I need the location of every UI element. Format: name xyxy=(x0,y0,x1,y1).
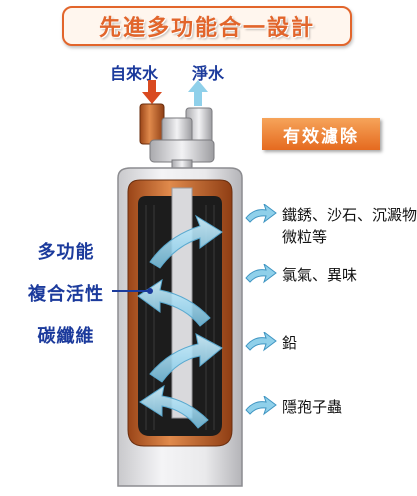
outlet-label: 淨水 xyxy=(192,64,225,83)
side-label-line-3: 碳纖維 xyxy=(37,326,95,347)
filter-head xyxy=(139,103,215,189)
removed-item: 鐵銹、沙石、沉澱物、微粒等 xyxy=(244,204,417,248)
filters-badge: 有效濾除 xyxy=(262,118,380,150)
removed-item-text: 鉛 xyxy=(282,334,298,352)
water-flow-swirls xyxy=(137,214,223,429)
removed-item-text: 隱孢子蟲 xyxy=(282,398,343,416)
water-splash-icon xyxy=(245,396,277,416)
inlet-label: 自來水 xyxy=(110,64,159,83)
diagram-title: 先進多功能合一設計 xyxy=(98,16,315,41)
removed-item: 鉛 xyxy=(244,332,417,354)
water-splash-icon xyxy=(245,332,277,352)
removed-item: 氯氣、異味 xyxy=(244,264,417,286)
removed-item-text: 鐵銹、沙石、沉澱物、微粒等 xyxy=(282,206,417,246)
title-banner: 先進多功能合一設計 xyxy=(62,6,352,46)
water-splash-icon xyxy=(245,264,277,284)
removed-item-text: 氯氣、異味 xyxy=(282,266,358,284)
inlet-arrow xyxy=(142,80,162,104)
removed-item: 隱孢子蟲 xyxy=(244,396,417,418)
water-splash-icon xyxy=(245,204,277,224)
outlet-arrow xyxy=(188,80,208,106)
side-label-line-2: 複合活性 xyxy=(28,284,104,305)
side-label-line-1: 多功能 xyxy=(37,242,95,263)
badge-text: 有效濾除 xyxy=(283,126,359,147)
